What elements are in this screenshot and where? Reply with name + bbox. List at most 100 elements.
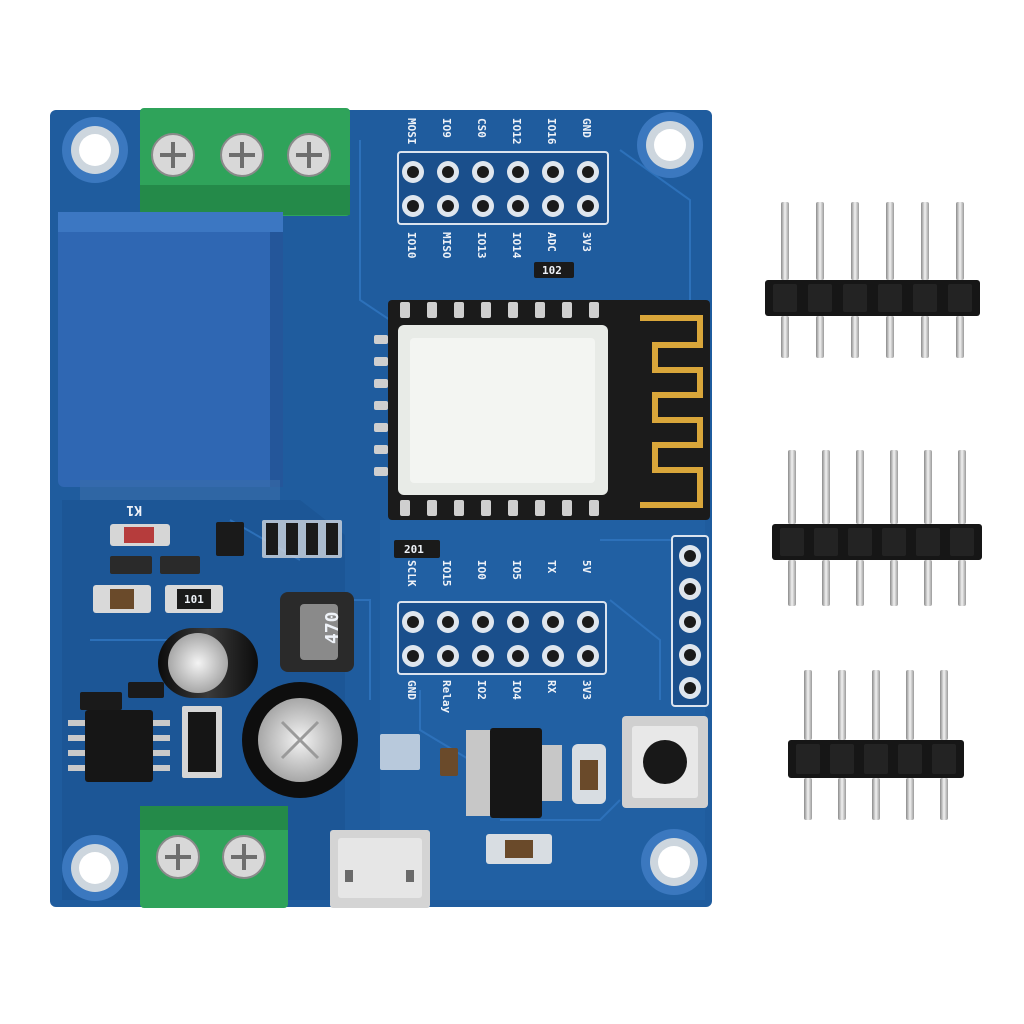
pin-label: IO12 — [510, 118, 523, 145]
header-cell — [916, 528, 940, 556]
smd-r9-marking: 201 — [404, 543, 424, 556]
smd-components: 101 — [93, 520, 342, 613]
module-pin — [374, 445, 388, 454]
pin-label: IO14 — [510, 232, 523, 259]
header-hole — [407, 616, 419, 628]
header-cell — [843, 284, 867, 312]
header-cell — [814, 528, 838, 556]
module-pin — [454, 302, 464, 318]
header-body — [765, 280, 980, 316]
header-pin — [788, 560, 796, 606]
pin-label: SCLK — [405, 560, 418, 587]
header-pin — [856, 560, 864, 606]
module-pin — [454, 500, 464, 516]
header-hole — [407, 650, 419, 662]
pin-label: IO16 — [545, 118, 558, 145]
header-cell — [878, 284, 902, 312]
pin-label: IO0 — [475, 560, 488, 580]
header-hole — [684, 550, 696, 562]
header-pin — [838, 778, 846, 820]
header-pin — [924, 560, 932, 606]
diode-d3 — [182, 706, 222, 778]
header-cell — [796, 744, 820, 774]
top-header-pads — [397, 151, 609, 225]
header-6pin-a — [765, 202, 980, 358]
header-pin — [816, 316, 824, 358]
pin-label: 5V — [580, 560, 593, 574]
pin-label: TX — [545, 560, 558, 574]
header-cell — [898, 744, 922, 774]
module-pin — [589, 302, 599, 318]
pin-label: IO4 — [510, 680, 523, 700]
module-pin — [400, 302, 410, 318]
header-hole — [582, 616, 594, 628]
pin-label: 3V3 — [580, 232, 593, 252]
module-pin — [481, 302, 491, 318]
header-pin — [851, 316, 859, 358]
mounting-holes — [62, 112, 707, 901]
pin-label: IO9 — [440, 118, 453, 138]
header-hole — [582, 650, 594, 662]
header-hole — [512, 200, 524, 212]
header-hole — [512, 650, 524, 662]
header-6pin-b — [772, 450, 982, 606]
header-pin — [890, 450, 898, 524]
module-pin — [427, 302, 437, 318]
header-pin — [940, 778, 948, 820]
module-pin — [374, 335, 388, 344]
header-hole — [684, 583, 696, 595]
header-hole — [547, 616, 559, 628]
header-hole — [407, 166, 419, 178]
header-hole — [684, 649, 696, 661]
header-pin — [956, 202, 964, 280]
header-pin — [788, 450, 796, 524]
micro-usb-port — [330, 830, 430, 908]
header-hole — [477, 166, 489, 178]
header-hole — [442, 166, 454, 178]
header-hole — [442, 650, 454, 662]
header-cell — [808, 284, 832, 312]
header-pin — [804, 670, 812, 740]
header-hole — [477, 616, 489, 628]
header-hole — [547, 200, 559, 212]
module-pin — [374, 401, 388, 410]
module-pin — [589, 500, 599, 516]
header-pin — [921, 202, 929, 280]
pin-label: IO15 — [440, 560, 453, 587]
header-pin — [804, 778, 812, 820]
pin-label: MOSI — [405, 118, 418, 145]
header-pin — [886, 316, 894, 358]
header-hole — [512, 166, 524, 178]
header-pin — [838, 670, 846, 740]
pin-label: Relay — [440, 680, 453, 713]
pin-label: GND — [405, 680, 418, 700]
pin-label: CS0 — [475, 118, 488, 138]
header-cell — [913, 284, 937, 312]
header-pin — [872, 778, 880, 820]
header-hole — [547, 650, 559, 662]
mid-header-holes — [402, 611, 599, 667]
module-pin — [374, 423, 388, 432]
header-hole — [684, 616, 696, 628]
module-pin — [562, 302, 572, 318]
smd-r8-marking: 102 — [542, 264, 562, 277]
module-pin — [508, 500, 518, 516]
terminal-block-3pos — [140, 108, 350, 216]
module-pin — [374, 467, 388, 476]
inductor-marking: 470 — [322, 611, 343, 644]
header-pin — [921, 316, 929, 358]
header-pin — [856, 450, 864, 524]
module-pin — [374, 357, 388, 366]
header-hole — [477, 650, 489, 662]
header-hole — [442, 200, 454, 212]
tactile-button — [622, 716, 708, 808]
header-pin — [906, 670, 914, 740]
header-hole — [512, 616, 524, 628]
header-pin — [781, 202, 789, 280]
pin-label: RX — [545, 680, 558, 694]
header-pin — [924, 450, 932, 524]
